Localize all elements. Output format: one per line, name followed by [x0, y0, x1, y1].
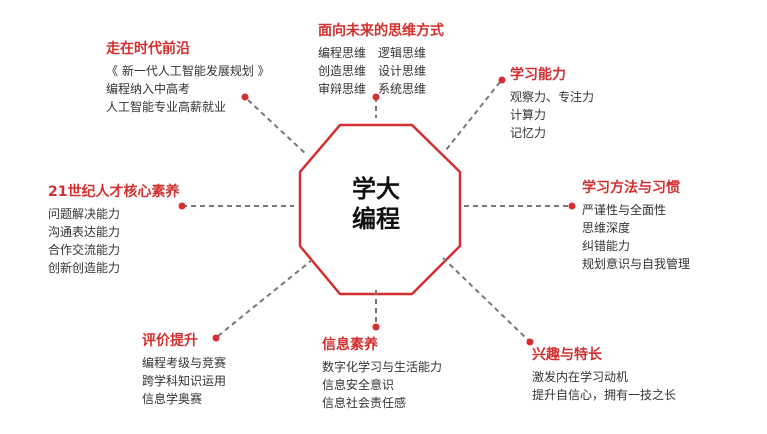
endpoint-dot-bottom — [372, 323, 380, 331]
branch-top-left-title: 走在时代前沿 — [106, 41, 190, 57]
branch-bottom-right-title: 兴趣与特长 — [532, 347, 602, 363]
connector-bottom-left — [217, 259, 313, 337]
branch-bottom-right: 兴趣与特长 激发内在学习动机 提升自信心，拥有一技之长 — [532, 346, 676, 404]
branch-left-item: 创新创造能力 — [48, 261, 121, 275]
branch-top-title: 面向未来的思维方式 — [318, 23, 444, 39]
endpoint-dot-left — [178, 202, 186, 210]
center-label: 学大 编程 — [321, 174, 431, 234]
branch-top-left-item: 人工智能专业高薪就业 — [106, 100, 227, 114]
branch-bottom-item: 数字化学习与生活能力 — [322, 360, 443, 374]
branch-left-item: 问题解决能力 — [48, 207, 121, 221]
branch-bottom-left-item: 编程考级与竞赛 — [142, 356, 227, 370]
endpoint-dot-top-right — [498, 76, 506, 84]
endpoint-dot-right — [568, 202, 576, 210]
branch-top: 面向未来的思维方式 编程思维 逻辑思维 创造思维 设计思维 审辩思维 系统思维 — [318, 22, 444, 98]
branch-left-item: 沟通表达能力 — [48, 225, 121, 239]
branch-bottom-left-item: 跨学科知识运用 — [142, 374, 227, 388]
branch-bottom-left-title: 评价提升 — [142, 333, 198, 349]
branch-top-right: 学习能力 观察力、专注力 计算力 记忆力 — [510, 66, 594, 142]
branch-right: 学习方法与习惯 严谨性与全面性 思维深度 纠错能力 规划意识与自我管理 — [582, 179, 690, 273]
branch-top-right-item: 计算力 — [510, 108, 547, 122]
branch-left-item: 合作交流能力 — [48, 243, 121, 257]
branch-top-item: 创造思维 设计思维 — [318, 64, 427, 78]
branch-bottom-item: 信息社会责任感 — [322, 396, 407, 410]
connector-bottom-right — [442, 257, 529, 341]
branch-right-title: 学习方法与习惯 — [582, 180, 680, 196]
branch-top-item: 审辩思维 系统思维 — [318, 82, 427, 96]
branch-top-left-item: 编程纳入中高考 — [106, 82, 191, 96]
branch-right-item: 思维深度 — [582, 221, 631, 235]
branch-bottom-left-item: 信息学奥赛 — [142, 392, 203, 406]
branch-bottom-item: 信息安全意识 — [322, 378, 395, 392]
branch-left: 21世纪人才核心素养 问题解决能力 沟通表达能力 合作交流能力 创新创造能力 — [48, 183, 179, 277]
branch-bottom-right-item: 激发内在学习动机 — [532, 370, 629, 384]
branch-bottom-left: 评价提升 编程考级与竞赛 跨学科知识运用 信息学奥赛 — [142, 332, 226, 408]
center-octagon — [298, 123, 462, 296]
branch-top-right-item: 观察力、专注力 — [510, 90, 595, 104]
branch-bottom-title: 信息素养 — [322, 337, 378, 353]
branch-left-title: 21世纪人才核心素养 — [48, 184, 180, 200]
branch-top-item: 编程思维 逻辑思维 — [318, 46, 427, 60]
endpoint-dot-top-left — [241, 93, 249, 101]
center-label-line2: 编程 — [352, 205, 400, 233]
branch-top-left: 走在时代前沿 《 新一代人工智能发展规划 》 编程纳入中高考 人工智能专业高薪就… — [106, 40, 270, 116]
endpoint-dot-bottom-left — [212, 334, 220, 342]
branch-right-item: 纠错能力 — [582, 239, 631, 253]
branch-top-right-item: 记忆力 — [510, 126, 547, 140]
endpoint-dot-top — [372, 93, 380, 101]
branch-right-item: 规划意识与自我管理 — [582, 257, 691, 271]
branch-bottom-right-item: 提升自信心，拥有一技之长 — [532, 388, 677, 402]
branch-right-item: 严谨性与全面性 — [582, 203, 667, 217]
center-label-line1: 学大 — [352, 175, 400, 203]
connector-top-left — [247, 99, 308, 156]
branch-top-left-item: 《 新一代人工智能发展规划 》 — [106, 64, 270, 78]
branch-bottom: 信息素养 数字化学习与生活能力 信息安全意识 信息社会责任感 — [322, 336, 442, 412]
connector-top-right — [445, 81, 501, 151]
branch-top-right-title: 学习能力 — [510, 67, 566, 83]
endpoint-dot-bottom-right — [526, 338, 534, 346]
